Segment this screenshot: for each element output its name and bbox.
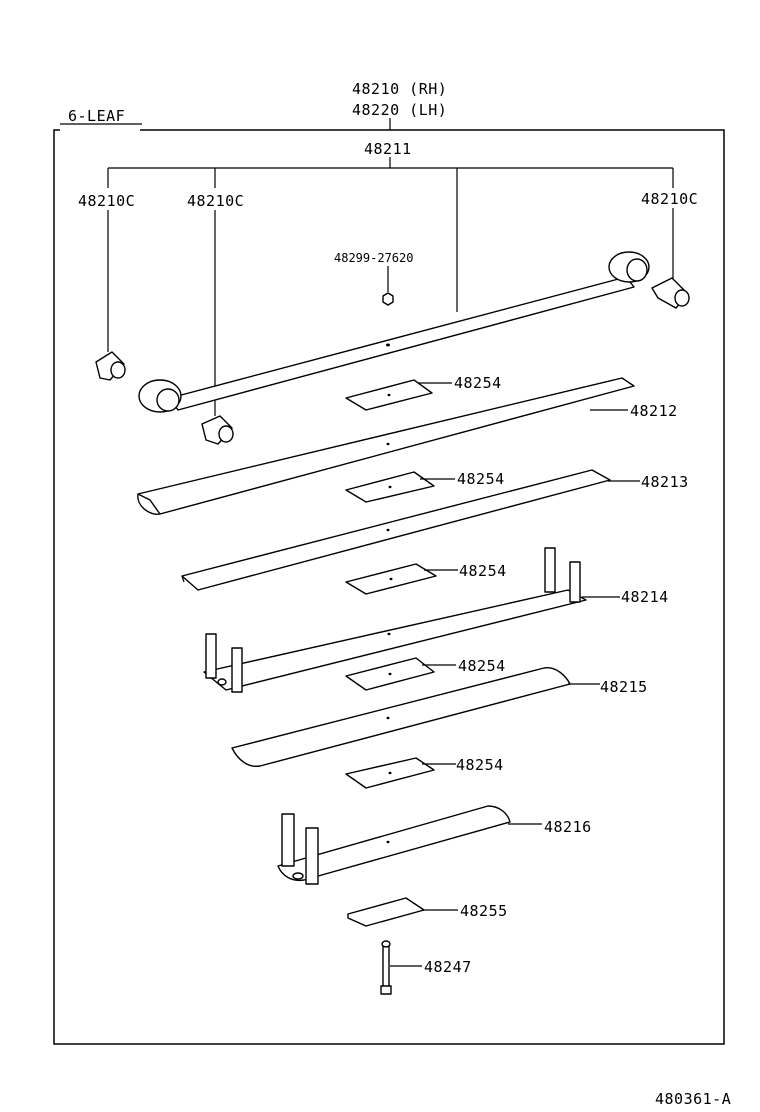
bushing-left-inner-part xyxy=(201,415,234,445)
label-leaf-5: 48215 xyxy=(600,678,648,696)
label-leaf-2: 48212 xyxy=(630,402,678,420)
bushing-left-outer-part xyxy=(95,351,126,381)
label-bushing-right: 48210C xyxy=(641,190,698,208)
label-liner-1: 48254 xyxy=(454,374,502,392)
label-leaf-3: 48213 xyxy=(641,473,689,491)
label-leaf-6: 48216 xyxy=(544,818,592,836)
figure-id: 480361-A xyxy=(655,1090,731,1108)
label-liner-3: 48254 xyxy=(459,562,507,580)
leaf-5-part xyxy=(231,667,571,767)
label-bushing-left-outer: 48210C xyxy=(78,192,135,210)
label-center-bolt: 48247 xyxy=(424,958,472,976)
label-leaf-4: 48214 xyxy=(621,588,669,606)
nut-part xyxy=(382,292,394,306)
leaf-6-part xyxy=(277,805,511,885)
spacer-part xyxy=(347,897,425,927)
bushing-right-part xyxy=(651,277,690,309)
label-bushing-left-inner: 48210C xyxy=(187,192,244,210)
main-leaf-part xyxy=(138,251,650,413)
assembly-number-rh: 48210 (RH) xyxy=(352,80,447,98)
diagram-frame xyxy=(53,129,725,1045)
leaf-3-part xyxy=(181,469,611,591)
assembly-number-lh: 48220 (LH) xyxy=(352,101,447,119)
section-label: 6-LEAF xyxy=(68,107,125,125)
leaf-2-part xyxy=(137,377,635,515)
leaf-4-part xyxy=(203,547,587,693)
label-spacer: 48255 xyxy=(460,902,508,920)
label-liner-2: 48254 xyxy=(457,470,505,488)
label-leaf-assembly: 48211 xyxy=(364,140,412,158)
label-liner-5: 48254 xyxy=(456,756,504,774)
center-bolt-part xyxy=(380,940,392,995)
label-nut: 48299-27620 xyxy=(334,251,413,265)
label-liner-4: 48254 xyxy=(458,657,506,675)
